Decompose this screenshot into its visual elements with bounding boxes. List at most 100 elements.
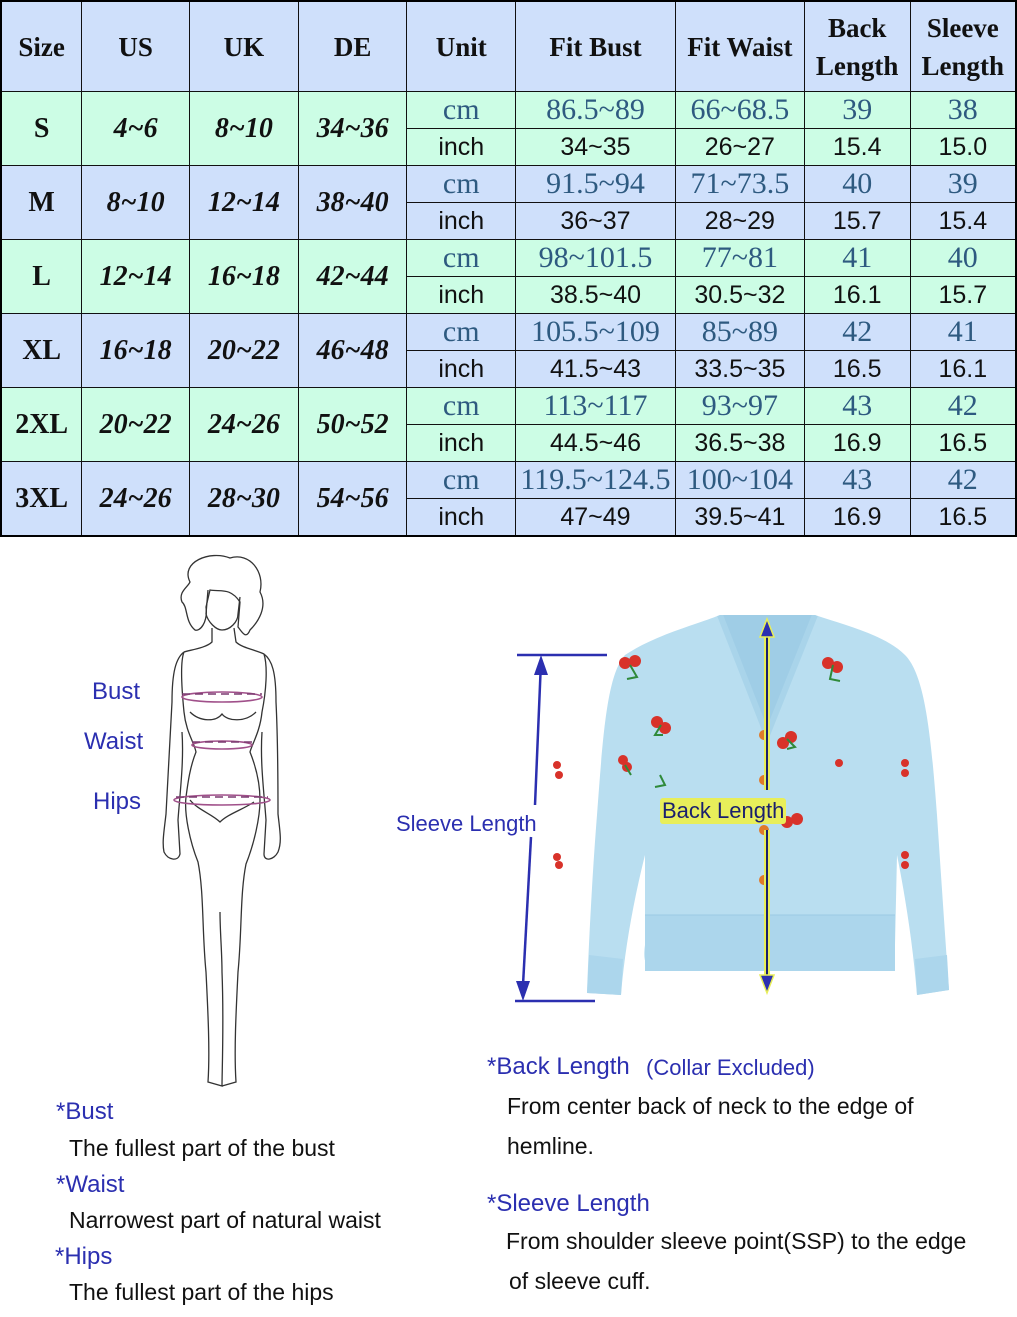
size-cell: 3XL <box>0 461 83 537</box>
table-row-s-cm: S 4~6 8~10 34~36 cm 86.5~89 66~68.5 39 3… <box>0 91 1017 166</box>
unit-cell: cm <box>406 313 517 351</box>
unit-cell: inch <box>406 276 517 314</box>
hips-term: *Hips <box>55 1243 113 1270</box>
waist-cell: 100~104 <box>674 461 805 499</box>
sleeve-cell: 16.1 <box>909 350 1017 388</box>
unit-cell: inch <box>406 424 517 462</box>
header-back-line2: Length <box>815 50 899 81</box>
table-row-m-inch: inch 36~37 28~29 15.7 15.4 <box>1 202 1017 240</box>
sleeve-cell: 41 <box>909 313 1017 351</box>
bust-cell: 119.5~124.5 <box>515 461 676 499</box>
de-cell: 34~36 <box>297 91 408 166</box>
de-cell: 50~52 <box>297 387 408 462</box>
sleeve-cell: 15.0 <box>909 128 1017 166</box>
header-de: DE <box>297 0 408 92</box>
us-cell: 20~22 <box>81 387 191 462</box>
unit-cell: inch <box>406 202 517 240</box>
back-cell: 40 <box>803 165 911 203</box>
bust-cell: 36~37 <box>515 202 676 240</box>
us-cell: 8~10 <box>81 165 191 240</box>
header-unit: Unit <box>406 0 517 92</box>
header-fit-waist: Fit Waist <box>674 0 805 92</box>
waist-term: *Waist <box>56 1171 125 1198</box>
waist-cell: 36.5~38 <box>674 424 805 462</box>
size-chart-table: Size US UK DE Unit Fit Bust Fit Waist Ba… <box>0 0 1017 537</box>
unit-cell: cm <box>406 387 517 425</box>
back-length-term: *Back Length <box>487 1053 630 1080</box>
header-size: Size <box>0 0 83 92</box>
sleeve-cell: 42 <box>909 387 1017 425</box>
waist-label: Waist <box>84 728 144 755</box>
uk-cell: 8~10 <box>189 91 299 166</box>
table-row-2xl-cm: 2XL 20~22 24~26 50~52 cm 113~117 93~97 4… <box>0 387 1017 462</box>
back-cell: 42 <box>803 313 911 351</box>
waist-cell: 30.5~32 <box>674 276 805 314</box>
sleeve-length-term: *Sleeve Length <box>487 1190 650 1217</box>
sleeve-length-description-line2: of sleeve cuff. <box>509 1268 651 1294</box>
us-cell: 4~6 <box>81 91 191 166</box>
waist-cell: 39.5~41 <box>674 498 805 537</box>
back-cell: 43 <box>803 387 911 425</box>
bust-cell: 105.5~109 <box>515 313 676 351</box>
size-cell: S <box>0 91 83 166</box>
sleeve-cell: 40 <box>909 239 1017 277</box>
back-length-label: Back Length <box>660 798 787 824</box>
hips-description: The fullest part of the hips <box>69 1279 334 1305</box>
table-row-xl-cm: XL 16~18 20~22 46~48 cm 105.5~109 85~89 … <box>0 313 1017 388</box>
unit-cell: inch <box>406 498 517 537</box>
size-cell: M <box>0 165 83 240</box>
uk-cell: 16~18 <box>189 239 299 314</box>
back-cell: 43 <box>803 461 911 499</box>
bust-cell: 91.5~94 <box>515 165 676 203</box>
de-cell: 38~40 <box>297 165 408 240</box>
uk-cell: 20~22 <box>189 313 299 388</box>
sleeve-cell: 38 <box>909 91 1017 129</box>
table-row-s-inch: inch 34~35 26~27 15.4 15.0 <box>1 128 1017 166</box>
unit-cell: cm <box>406 165 517 203</box>
header-fit-bust: Fit Bust <box>515 0 676 92</box>
bust-cell: 34~35 <box>515 128 676 166</box>
header-us: US <box>81 0 191 92</box>
bust-cell: 47~49 <box>515 498 676 537</box>
uk-cell: 12~14 <box>189 165 299 240</box>
back-cell: 41 <box>803 239 911 277</box>
back-cell: 15.7 <box>803 202 911 240</box>
de-cell: 42~44 <box>297 239 408 314</box>
table-header-row: Size US UK DE Unit Fit Bust Fit Waist Ba… <box>0 0 1017 92</box>
header-sleeve-line1: Sleeve <box>926 12 999 43</box>
back-cell: 16.9 <box>803 498 911 537</box>
back-cell: 16.9 <box>803 424 911 462</box>
bust-cell: 44.5~46 <box>515 424 676 462</box>
waist-cell: 77~81 <box>674 239 805 277</box>
sleeve-cell: 39 <box>909 165 1017 203</box>
bust-label: Bust <box>92 678 141 705</box>
body-outline-illustration <box>162 554 281 1087</box>
sleeve-cell: 42 <box>909 461 1017 499</box>
back-length-description-line2: hemline. <box>507 1133 594 1159</box>
sleeve-cell: 16.5 <box>909 498 1017 537</box>
waist-cell: 71~73.5 <box>674 165 805 203</box>
header-back-line1: Back <box>827 12 887 43</box>
bust-cell: 41.5~43 <box>515 350 676 388</box>
sleeve-length-description-line1: From shoulder sleeve point(SSP) to the e… <box>506 1228 967 1254</box>
bust-cell: 38.5~40 <box>515 276 676 314</box>
unit-cell: inch <box>406 128 517 166</box>
back-length-description-line1: From center back of neck to the edge of <box>507 1093 914 1119</box>
waist-cell: 26~27 <box>674 128 805 166</box>
uk-cell: 28~30 <box>189 461 299 537</box>
us-cell: 24~26 <box>81 461 191 537</box>
de-cell: 46~48 <box>297 313 408 388</box>
header-sleeve-line2: Length <box>921 50 1005 81</box>
waist-cell: 93~97 <box>674 387 805 425</box>
sleeve-length-label: Sleeve Length <box>396 811 537 836</box>
us-cell: 16~18 <box>81 313 191 388</box>
waist-cell: 85~89 <box>674 313 805 351</box>
uk-cell: 24~26 <box>189 387 299 462</box>
size-cell: 2XL <box>0 387 83 462</box>
de-cell: 54~56 <box>297 461 408 537</box>
unit-cell: cm <box>406 91 517 129</box>
bust-cell: 113~117 <box>515 387 676 425</box>
size-cell: L <box>0 239 83 314</box>
waist-cell: 28~29 <box>674 202 805 240</box>
unit-cell: cm <box>406 239 517 277</box>
